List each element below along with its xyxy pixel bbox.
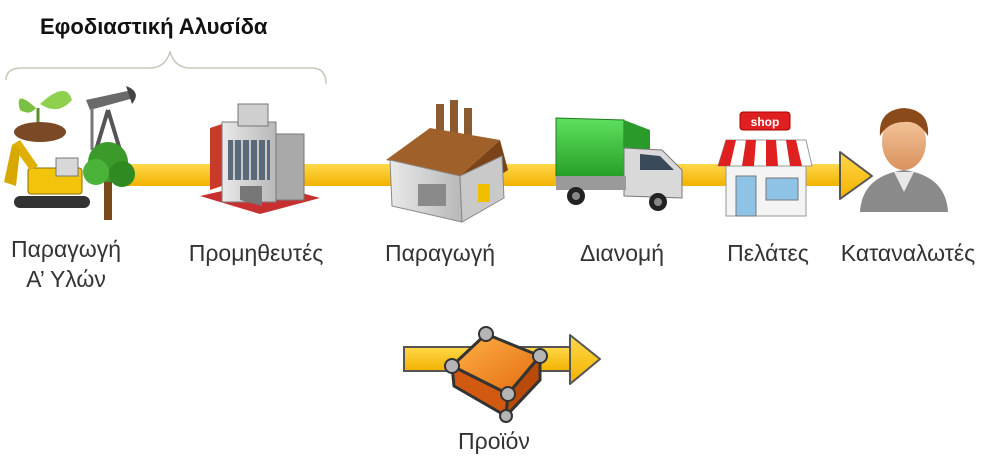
stage-label-customers: Πελάτες <box>712 238 824 268</box>
raw-materials-icon <box>4 86 136 220</box>
stage-label-raw-materials: Παραγωγή Α’ Υλών <box>2 234 130 294</box>
stage-label-suppliers: Προμηθευτές <box>166 238 346 268</box>
shop-icon: shop <box>718 112 812 216</box>
product-label: Προϊόν <box>434 426 554 456</box>
brace <box>6 52 326 84</box>
shop-sign: shop <box>751 115 780 129</box>
stage-label-production: Παραγωγή <box>370 238 510 268</box>
consumer-icon <box>860 108 948 212</box>
delivery-truck-icon <box>556 118 682 211</box>
crate-icon <box>445 327 547 422</box>
manufacturing-plant-icon <box>386 100 508 222</box>
stage-label-distribution: Διανομή <box>562 238 682 268</box>
factory-icon <box>200 104 320 214</box>
stage-label-consumers: Καταναλωτές <box>828 238 988 268</box>
